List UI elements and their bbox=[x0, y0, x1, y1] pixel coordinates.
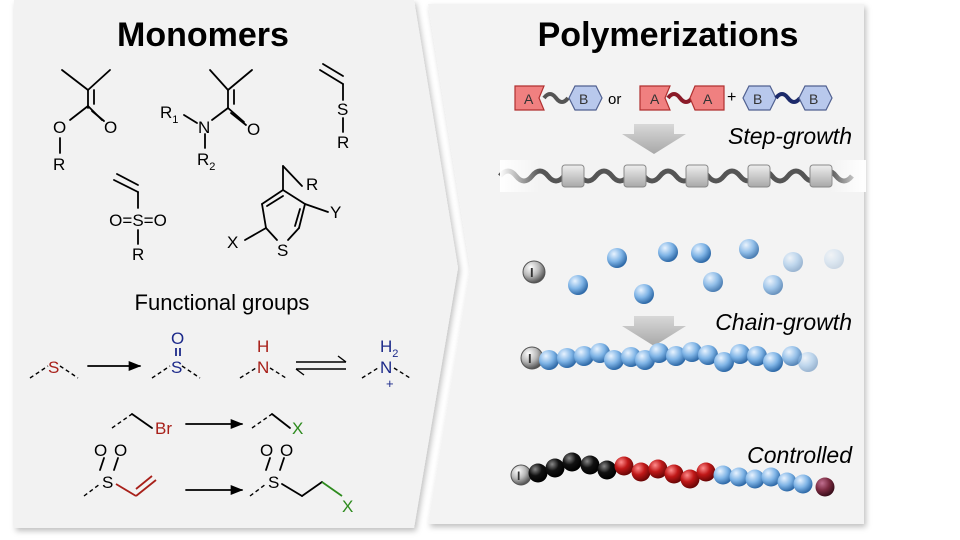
ammonium-h2: H2 bbox=[380, 337, 398, 360]
atom-label: O bbox=[280, 441, 293, 460]
atom-label: N bbox=[257, 358, 269, 377]
atom-label: R bbox=[53, 155, 65, 174]
atom-label: Br bbox=[155, 419, 172, 438]
initiator-label: I bbox=[528, 351, 532, 366]
free-monomers: I bbox=[522, 239, 844, 304]
bromide-substitution: Br X bbox=[111, 413, 303, 438]
atom-label: O bbox=[260, 441, 273, 460]
a-unit-label: A bbox=[524, 91, 534, 107]
atom-label: S bbox=[277, 241, 288, 260]
polymerizations-title: Polymerizations bbox=[538, 16, 799, 54]
thiophene-monomer: S R X Y bbox=[227, 165, 341, 260]
atom-label: S bbox=[48, 358, 59, 377]
atom-label: R bbox=[132, 245, 144, 264]
functional-groups-title: Functional groups bbox=[135, 290, 310, 315]
sulfone-row: O=S=O bbox=[109, 211, 167, 230]
atom-label: O bbox=[94, 441, 107, 460]
initiator-label: I bbox=[530, 265, 534, 280]
atom-label: X bbox=[227, 233, 238, 252]
atom-label: O bbox=[247, 120, 260, 139]
or-label: or bbox=[608, 91, 621, 108]
step-growth-monomer-legend: A B or A A + B B bbox=[514, 85, 833, 111]
charge-plus: + bbox=[386, 376, 394, 391]
a-a-monomer: A A bbox=[639, 85, 725, 111]
atom-label: R bbox=[337, 133, 349, 152]
atom-label: S bbox=[102, 473, 113, 492]
atom-label: X bbox=[342, 497, 353, 516]
plus-label: + bbox=[727, 89, 736, 106]
r2-label: R2 bbox=[197, 150, 215, 173]
methacrylate-monomer: O O R bbox=[53, 69, 117, 174]
monomers-title: Monomers bbox=[117, 16, 289, 54]
atom-label: S bbox=[337, 100, 348, 119]
vinyl-sulfone-monomer: O=S=O R bbox=[109, 173, 167, 264]
initiator-label: I bbox=[517, 469, 520, 483]
a-unit-label: A bbox=[650, 91, 660, 107]
r1-label: R1 bbox=[160, 103, 178, 126]
b-unit-label: B bbox=[579, 91, 588, 107]
atom-label: O bbox=[53, 118, 66, 137]
down-arrow bbox=[622, 124, 686, 154]
b-unit-label: B bbox=[753, 91, 762, 107]
step-growth-label: Step-growth bbox=[728, 123, 852, 149]
a-b-monomer: A B bbox=[514, 85, 603, 111]
atom-label: N bbox=[198, 118, 210, 137]
step-growth-chain bbox=[498, 160, 866, 192]
atom-label: N bbox=[380, 358, 392, 377]
atom-label: X bbox=[292, 419, 303, 438]
controlled-polymer: I bbox=[510, 452, 835, 497]
atom-label: O bbox=[114, 441, 127, 460]
controlled-label: Controlled bbox=[747, 442, 853, 468]
atom-label: R bbox=[306, 175, 318, 194]
vinyl-sulfone-addition: S O O S O O X bbox=[83, 441, 353, 516]
chain-growth-polymer: I bbox=[520, 342, 818, 372]
a-unit-label: A bbox=[703, 91, 713, 107]
left-panel-background bbox=[14, 0, 458, 528]
methacrylamide-monomer: N O R1 R2 bbox=[160, 69, 260, 173]
atom-label: O bbox=[104, 118, 117, 137]
down-arrow bbox=[622, 316, 686, 346]
right-panel-background bbox=[428, 4, 864, 524]
chain-growth-label: Chain-growth bbox=[715, 309, 852, 335]
atom-label: H bbox=[257, 337, 269, 356]
amine-protonation: N H N H2 + bbox=[239, 337, 411, 391]
atom-label: Y bbox=[330, 203, 341, 222]
vinyl-sulfide-monomer: S R bbox=[319, 63, 349, 152]
b-b-monomer: B B bbox=[742, 85, 833, 111]
atom-label: S bbox=[268, 473, 279, 492]
atom-label: S bbox=[171, 358, 182, 377]
sulfide-oxidation: S S O bbox=[29, 329, 201, 379]
atom-label: O bbox=[171, 329, 184, 348]
b-unit-label: B bbox=[809, 91, 818, 107]
